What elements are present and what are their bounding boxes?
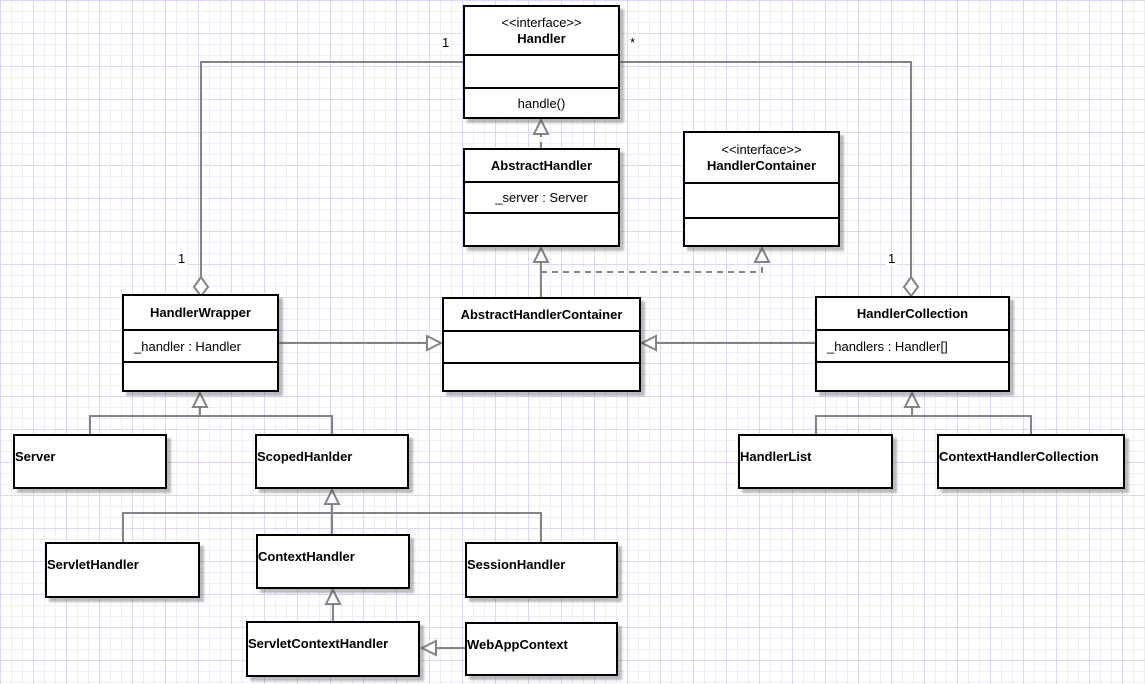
class-box-servletcontexthandler[interactable]: ServletContextHandler (246, 621, 420, 677)
class-name: HandlerWrapper (150, 304, 251, 320)
edge-realization-abstracthandlercontainer-handlercontainer[interactable] (541, 245, 771, 273)
attribute-label: _server : Server (495, 190, 588, 205)
class-box-handlerlist[interactable]: HandlerList (738, 434, 893, 489)
class-name: SessionHandler (467, 557, 566, 572)
multiplicity-label-handler-right: * (628, 35, 638, 50)
methods-compartment (444, 362, 639, 390)
class-name: HandlerCollection (856, 305, 969, 321)
methods-compartment (124, 361, 277, 390)
method-label: handle() (517, 95, 566, 111)
class-title-compartment: HandlerCollection (817, 298, 1008, 329)
generalization-triangle-icon (639, 334, 657, 352)
class-name: AbstractHandlerContainer (460, 306, 623, 322)
class-name: WebAppContext (467, 637, 568, 652)
class-box-servlethandler[interactable]: ServletHandler (45, 542, 200, 598)
class-name: ContextHandler (258, 549, 355, 564)
edge-generalization-handlerwrapper-abstracthandlercontainer[interactable] (279, 334, 444, 352)
edge-generalization-handlercollection-abstracthandlercontainer[interactable] (639, 334, 815, 352)
class-title-compartment: <<interface>> HandlerContainer (685, 133, 838, 182)
methods-compartment (817, 361, 1008, 390)
class-box-webappcontext[interactable]: WebAppContext (465, 622, 618, 676)
attributes-compartment: _handlers : Handler[] (817, 329, 1008, 361)
edge-generalization-servletcontexthandler-contexthandler[interactable] (324, 587, 342, 621)
class-box-server[interactable]: Server (13, 434, 167, 489)
methods-compartment: handle() (465, 87, 618, 117)
class-box-handlerwrapper[interactable]: HandlerWrapper _handler : Handler (122, 294, 279, 392)
class-name: AbstractHandler (490, 157, 593, 173)
class-name: Server (15, 449, 56, 464)
class-name: Handler (517, 30, 566, 46)
stereotype-label: <<interface>> (501, 14, 582, 30)
class-box-contexthandlercollection[interactable]: ContextHandlerCollection (937, 434, 1125, 489)
attribute-label: _handler : Handler (134, 338, 241, 354)
multiplicity-label-collection-diamond: 1 (886, 251, 898, 266)
class-box-contexthandler[interactable]: ContextHandler (256, 534, 410, 589)
stereotype-label: <<interface>> (721, 141, 802, 157)
class-title-compartment: AbstractHandler (465, 150, 618, 181)
generalization-triangle-icon (903, 390, 921, 408)
generalization-triangle-icon (532, 245, 550, 263)
generalization-triangle-icon (191, 390, 209, 408)
attributes-compartment: _handler : Handler (124, 329, 277, 361)
generalization-triangle-icon (426, 334, 444, 352)
edge-generalization-server-and-scopedhanlder-to-handlerwrapper[interactable] (89, 390, 333, 434)
generalization-triangle-icon (419, 639, 437, 657)
edge-generalization-children-to-scopedhanlder[interactable] (122, 487, 542, 542)
multiplicity-label-handler-left: 1 (440, 35, 452, 50)
attributes-compartment (444, 330, 639, 362)
class-name: ServletContextHandler (248, 636, 389, 651)
attributes-compartment (465, 54, 618, 87)
multiplicity-label-wrapper-diamond: 1 (176, 251, 188, 266)
attributes-compartment (685, 182, 838, 217)
class-box-scopedhanlder[interactable]: ScopedHanlder (255, 434, 409, 489)
class-box-handlercollection[interactable]: HandlerCollection _handlers : Handler[] (815, 296, 1010, 392)
class-box-handler[interactable]: <<interface>> Handler handle() (463, 5, 620, 119)
class-name: HandlerList (740, 449, 812, 464)
edge-aggregation-handlerwrapper-handler[interactable] (192, 61, 463, 298)
generalization-triangle-icon (753, 245, 771, 263)
edge-generalization-abstracthandlercontainer-abstracthandler[interactable] (532, 245, 550, 297)
attributes-compartment: _server : Server (465, 181, 618, 212)
edge-realization-abstracthandler-handler[interactable] (532, 117, 550, 148)
edge-generalization-handlerlist-and-chc-to-handlercollection[interactable] (815, 390, 1032, 434)
class-name: ServletHandler (47, 557, 139, 572)
class-box-abstracthandler[interactable]: AbstractHandler _server : Server (463, 148, 620, 247)
methods-compartment (685, 217, 838, 245)
class-name: ContextHandlerCollection (939, 449, 1099, 464)
class-box-sessionhandler[interactable]: SessionHandler (465, 542, 618, 598)
aggregation-diamond-icon (902, 275, 920, 298)
class-name: ScopedHanlder (257, 449, 353, 464)
methods-compartment (465, 212, 618, 245)
class-box-abstracthandlercontainer[interactable]: AbstractHandlerContainer (442, 297, 641, 392)
class-box-handlercontainer[interactable]: <<interface>> HandlerContainer (683, 131, 840, 247)
class-name: HandlerContainer (706, 157, 817, 173)
class-title-compartment: AbstractHandlerContainer (444, 299, 639, 330)
edge-generalization-webappcontext-servletcontexthandler[interactable] (419, 639, 465, 657)
attribute-label: _handlers : Handler[] (827, 338, 948, 354)
generalization-triangle-icon (324, 587, 342, 605)
class-title-compartment: HandlerWrapper (124, 296, 277, 329)
generalization-triangle-icon (532, 117, 550, 135)
generalization-triangle-icon (323, 487, 341, 505)
class-title-compartment: <<interface>> Handler (465, 7, 618, 54)
